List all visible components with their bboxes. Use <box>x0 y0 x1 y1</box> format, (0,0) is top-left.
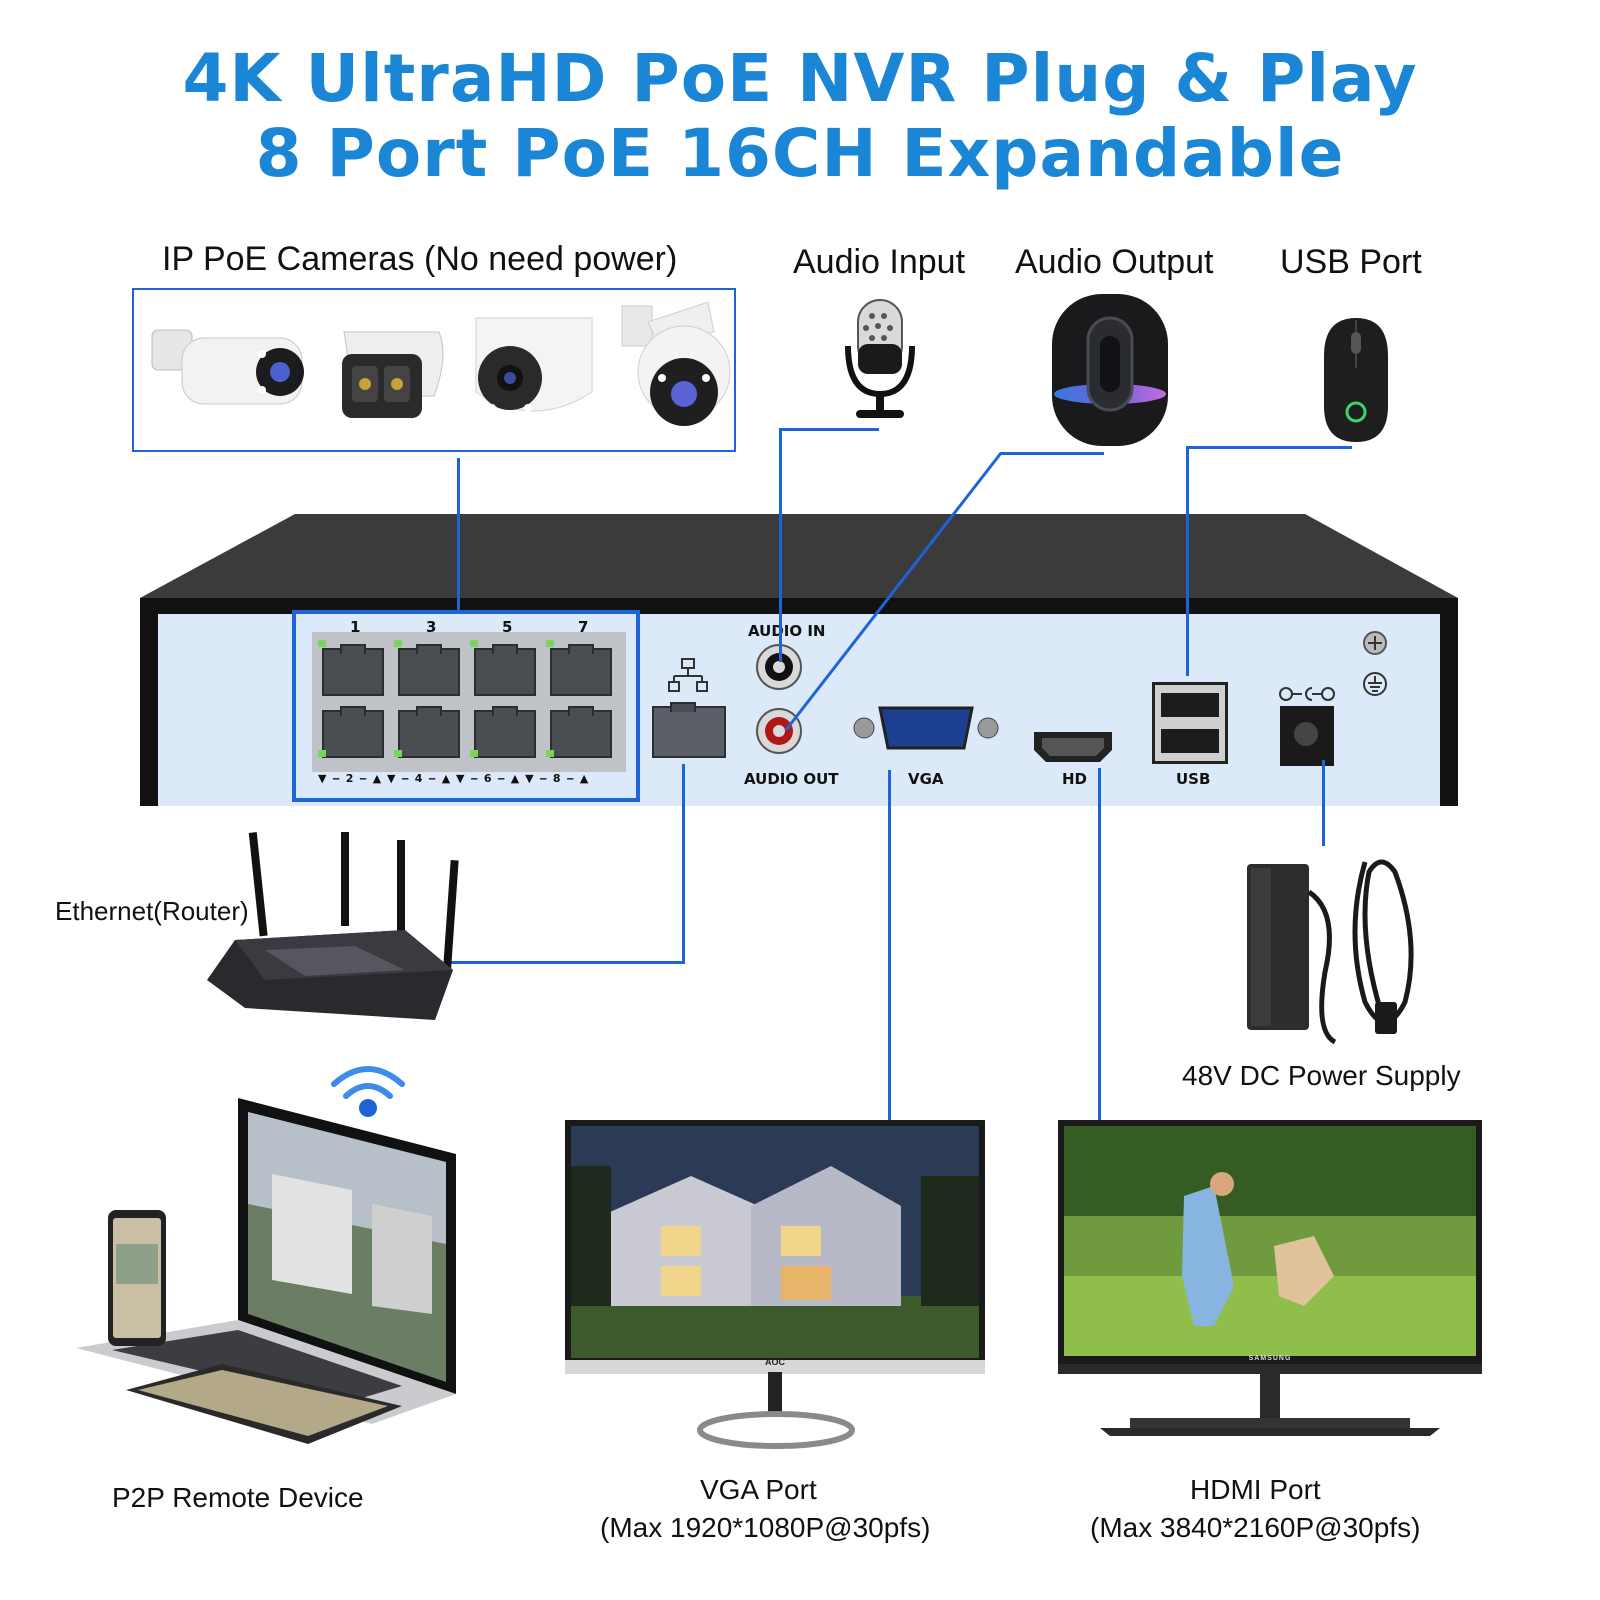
vga-port-spec: (Max 1920*1080P@30pfs) <box>600 1512 931 1543</box>
port-number-7: 7 <box>578 618 589 636</box>
wire-router-v <box>682 764 685 964</box>
poe-port-8[interactable] <box>550 706 612 758</box>
microphone-icon <box>845 299 915 418</box>
poe-port-7[interactable] <box>550 644 612 696</box>
dc-power-jack[interactable] <box>1280 706 1334 766</box>
power-adapter-icon <box>1247 859 1414 1045</box>
router-icon <box>207 832 459 1020</box>
hdmi-port[interactable] <box>1032 730 1114 764</box>
vga-monitor-brand: AOC <box>765 1357 785 1367</box>
port-led <box>470 750 478 757</box>
wire-vga <box>888 770 891 1122</box>
heading-line-1: 4K UltraHD PoE NVR Plug & Play <box>182 40 1418 117</box>
port-bottom-numbers: ▼ ‒ 2 ‒ ▲ ▼ ‒ 4 ‒ ▲ ▼ ‒ 6 ‒ ▲ ▼ ‒ 8 ‒ ▲ <box>318 772 590 785</box>
poe-ports-highlight <box>292 610 640 802</box>
wire-router-h <box>450 961 685 964</box>
ptz-camera-icon <box>621 301 731 426</box>
heading-line-2: 8 Port PoE 16CH Expandable <box>255 115 1345 192</box>
lan-port[interactable] <box>652 702 726 758</box>
port-led <box>546 640 554 647</box>
wire-power <box>1322 760 1325 846</box>
vga-port[interactable] <box>852 704 1000 752</box>
vga-monitor-stand <box>697 1372 855 1449</box>
poe-port-3[interactable] <box>398 644 460 696</box>
audio-out-port-label: AUDIO OUT <box>744 770 839 788</box>
wire-hdmi <box>1098 768 1101 1122</box>
hdmi-port-spec: (Max 3840*2160P@30pfs) <box>1090 1512 1421 1543</box>
usb-ports[interactable] <box>1152 682 1228 764</box>
mouse-icon <box>1324 318 1388 442</box>
hdmi-monitor <box>1058 1120 1482 1368</box>
network-icon <box>668 658 708 692</box>
bullet-camera-icon <box>151 329 304 405</box>
dual-lens-camera-icon <box>342 331 444 418</box>
power-supply-label: 48V DC Power Supply <box>1182 1060 1461 1091</box>
port-led <box>394 750 402 757</box>
cameras-label: IP PoE Cameras (No need power) <box>162 240 678 278</box>
port-led <box>470 640 478 647</box>
wire-cameras <box>457 458 460 612</box>
usb-port-label-panel: USB <box>1176 770 1211 788</box>
wire-usb-h <box>1186 446 1352 449</box>
port-number-5: 5 <box>502 618 513 636</box>
audio-in-port-label: AUDIO IN <box>748 622 826 640</box>
port-led <box>546 750 554 757</box>
wire-mic-v <box>779 428 782 662</box>
remote-device-label: P2P Remote Device <box>112 1482 364 1513</box>
wire-speaker-h <box>1000 452 1104 455</box>
router-label: Ethernet(Router) <box>55 896 249 926</box>
poe-port-2[interactable] <box>322 706 384 758</box>
poe-port-5[interactable] <box>474 644 536 696</box>
audio-out-jack[interactable] <box>754 706 804 756</box>
cameras-box <box>132 288 736 452</box>
audio-output-label: Audio Output <box>1015 243 1214 281</box>
ground-screw-icon <box>1363 631 1387 696</box>
vga-port-title: VGA Port <box>700 1474 817 1505</box>
hd-port-label: HD <box>1062 770 1088 788</box>
audio-input-label: Audio Input <box>793 243 966 281</box>
wire-mic-h <box>779 428 879 431</box>
port-led <box>318 640 326 647</box>
poe-port-6[interactable] <box>474 706 536 758</box>
port-number-1: 1 <box>350 618 361 636</box>
hdmi-port-title: HDMI Port <box>1190 1474 1321 1505</box>
hdmi-monitor-stand <box>1100 1372 1440 1436</box>
house-scene-image <box>571 1126 979 1358</box>
vga-port-label: VGA <box>908 770 944 788</box>
park-scene-image <box>1064 1126 1476 1356</box>
port-led <box>394 640 402 647</box>
usb-port-label: USB Port <box>1280 243 1422 281</box>
turret-camera-icon <box>475 317 593 412</box>
poe-port-1[interactable] <box>322 644 384 696</box>
vga-monitor <box>565 1120 985 1366</box>
remote-devices-icon <box>76 1098 456 1444</box>
speaker-icon <box>1052 294 1168 446</box>
wire-usb-v <box>1186 446 1189 676</box>
wifi-icon <box>331 1066 405 1117</box>
dc-polarity-icon <box>1279 687 1335 701</box>
hdmi-monitor-brand: SAMSUNG <box>1248 1355 1292 1362</box>
poe-port-4[interactable] <box>398 706 460 758</box>
port-number-3: 3 <box>426 618 437 636</box>
port-led <box>318 750 326 757</box>
